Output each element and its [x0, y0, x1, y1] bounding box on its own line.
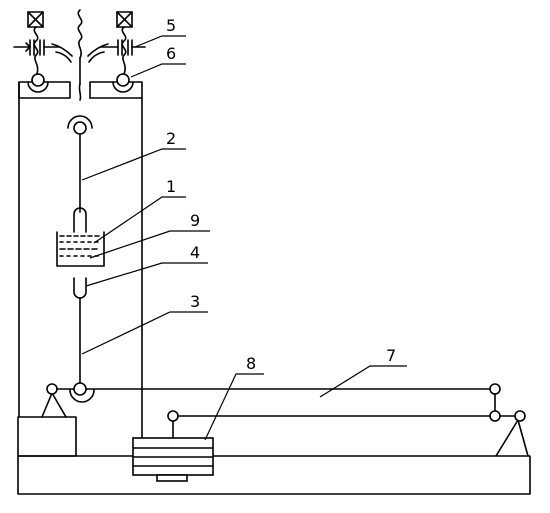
liquid-container	[56, 231, 105, 267]
base-platform	[17, 455, 531, 495]
label-6: 6	[166, 44, 176, 63]
wire-right	[121, 26, 127, 75]
support-frame	[18, 81, 143, 441]
clamp-right	[99, 39, 146, 56]
label-9: 9	[190, 211, 200, 230]
pulley-left	[27, 73, 49, 93]
label-4: 4	[190, 243, 200, 262]
label-5: 5	[166, 16, 176, 35]
label-7: 7	[386, 346, 396, 365]
lower-clip	[73, 277, 87, 299]
weight-stack	[132, 437, 214, 482]
upper-hook	[67, 115, 93, 135]
boxed-x-symbol-left	[27, 11, 44, 28]
pulley-right	[112, 73, 134, 93]
label-3: 3	[190, 292, 200, 311]
lower-pulley	[69, 382, 95, 403]
left-pedestal	[17, 416, 77, 457]
wire-left	[33, 26, 39, 75]
connecting-rod	[167, 410, 516, 439]
clamp-left	[13, 39, 61, 56]
label-1: 1	[166, 177, 176, 196]
lever-rod	[56, 383, 501, 411]
clamp-center	[51, 43, 109, 63]
boxed-x-symbol-right	[116, 11, 133, 28]
wire-center	[77, 9, 83, 101]
label-8: 8	[246, 354, 256, 373]
right-support-triangle	[495, 410, 529, 457]
leader-lines	[81, 35, 407, 441]
label-2: 2	[166, 129, 176, 148]
left-support-triangle	[41, 383, 67, 418]
upper-clip	[73, 207, 87, 233]
